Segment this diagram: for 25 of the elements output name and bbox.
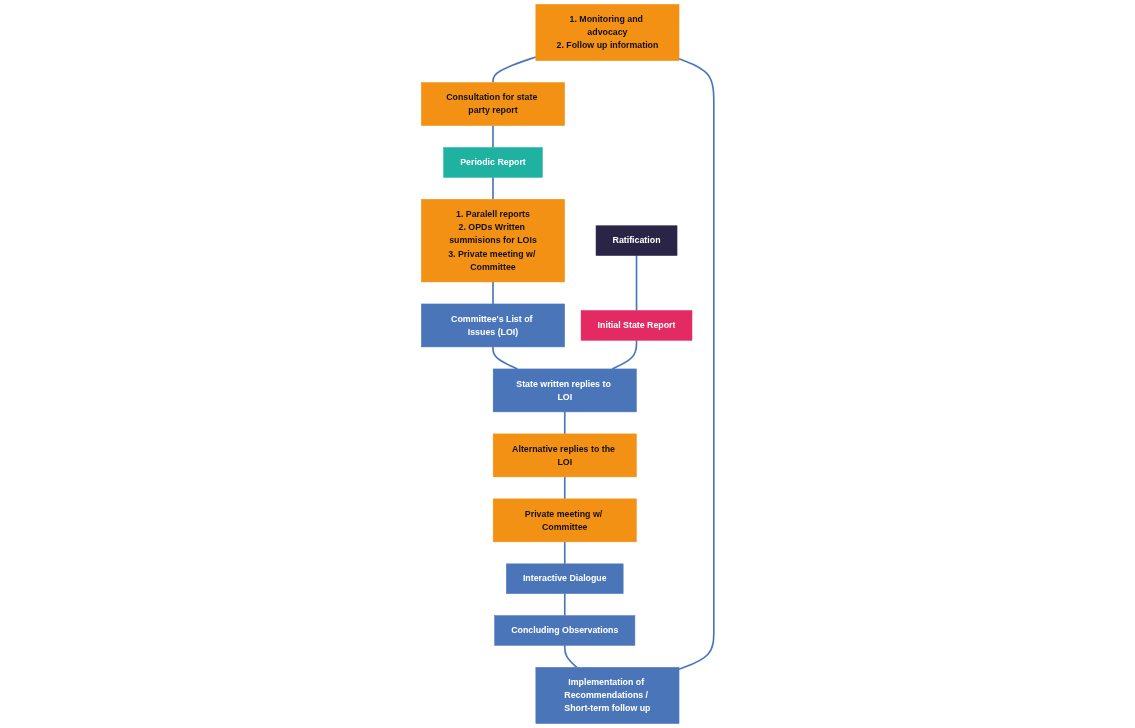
node-box: Initial State Report [580,310,693,341]
connector [492,281,494,305]
connector [492,56,537,84]
connector [563,592,566,617]
connector [611,339,638,370]
connector [492,176,494,201]
node-box: Committee's List of Issues (LOI) [421,303,565,348]
connector [563,644,578,669]
connector [563,541,566,565]
node-box: 1. Monitoring and advocacy 2. Follow up information [535,4,680,61]
node-box: State written replies to LOI [492,368,637,413]
connector [563,476,566,500]
node-box: Implementation of Recommendations / Short-term follow up [535,667,680,724]
node-box: Concluding Observations [494,615,636,646]
connector [635,254,638,312]
connector [678,58,715,670]
connector [563,411,566,435]
node-box: Consultation for state party report [421,82,565,126]
node-box: 1. Paralell reports 2. OPDs Written summisions for LOIs 3. Private meeting w/ Committee [421,199,565,283]
node-box: Alternative replies to the LOI [492,433,637,478]
node-box: Private meeting w/ Committee [492,498,637,543]
node-box: Interactive Dialogue [506,563,624,594]
node-box: Periodic Report [443,147,543,178]
node-box: Ratification [595,225,678,256]
connector [492,124,494,149]
